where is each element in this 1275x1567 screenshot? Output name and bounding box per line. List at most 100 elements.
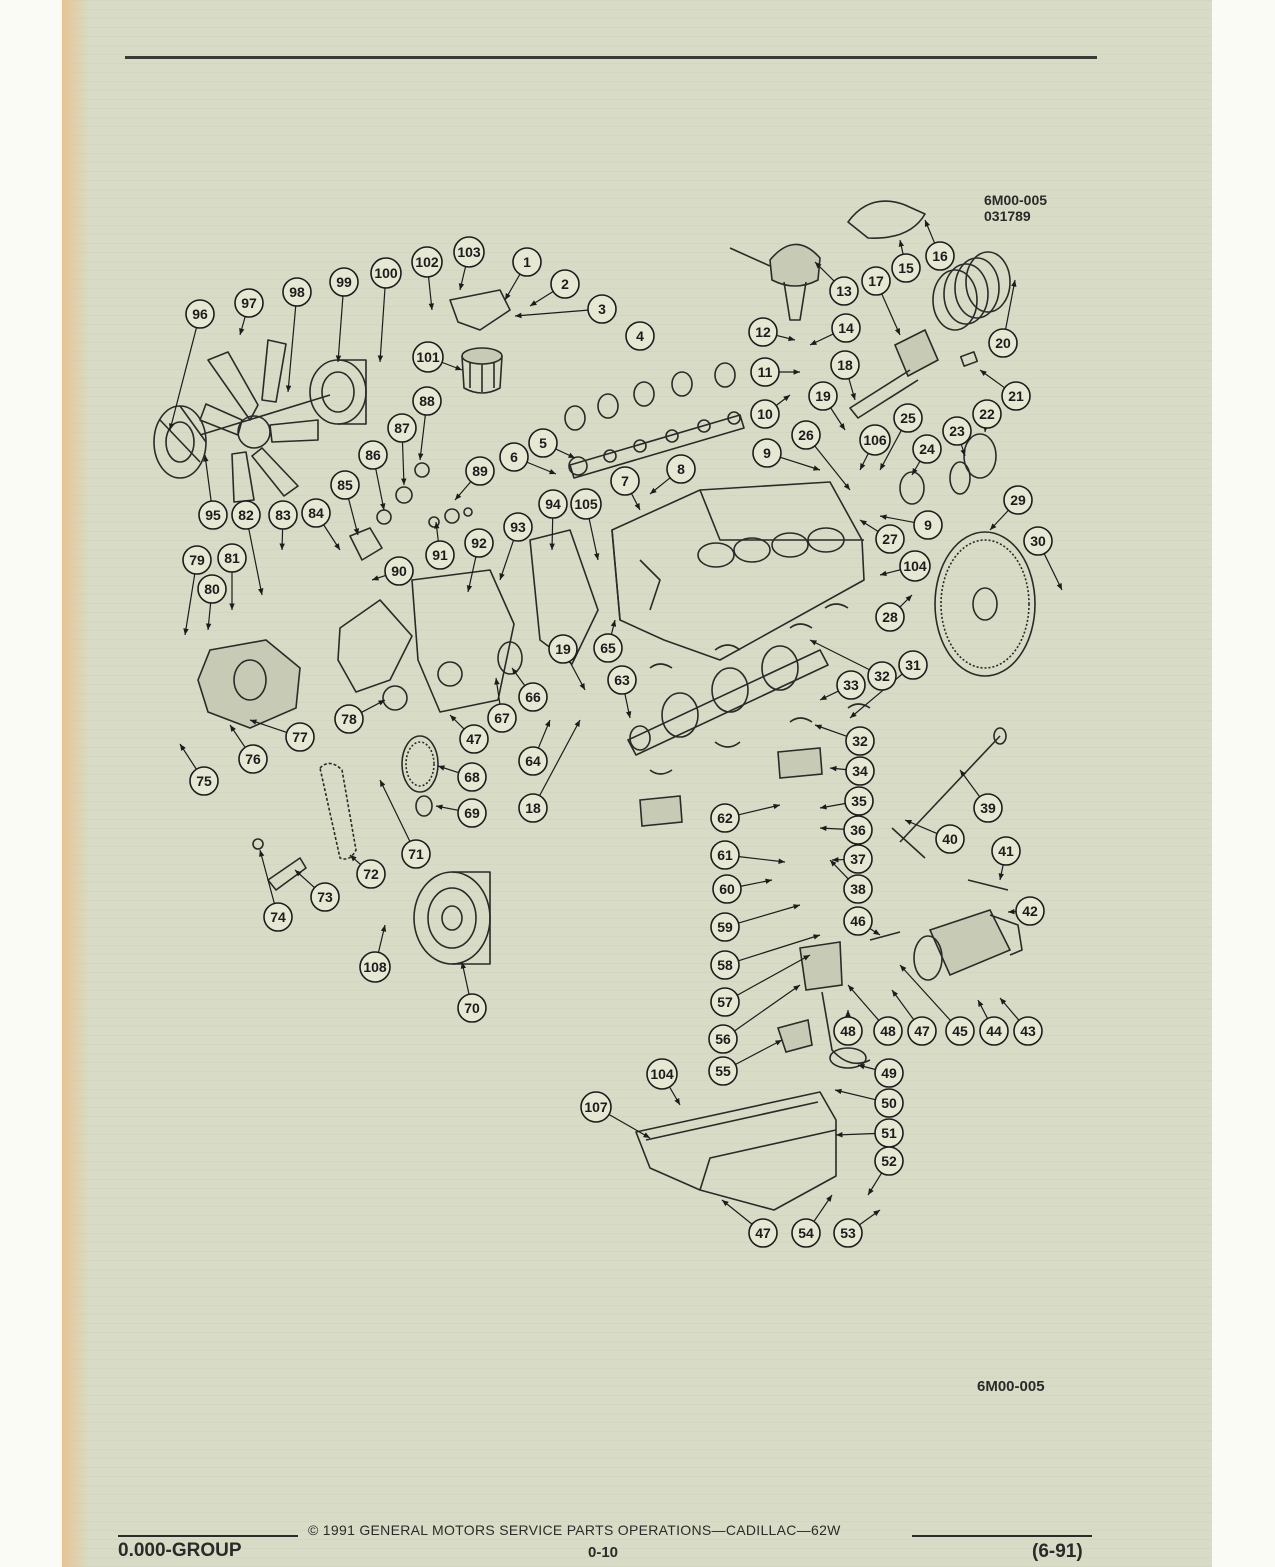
- callout-number: 47: [466, 731, 482, 747]
- callout-arrowhead-36: [820, 825, 827, 832]
- callout-number: 88: [419, 393, 435, 409]
- callout-arrowhead-101: [455, 365, 462, 371]
- callout-arrowhead-32: [810, 640, 817, 646]
- callout-47: 47: [748, 1218, 778, 1248]
- callout-80: 80: [197, 574, 227, 604]
- callout-arrowhead-73: [295, 870, 302, 877]
- callout-number: 101: [416, 349, 440, 365]
- callout-number: 60: [719, 881, 735, 897]
- callout-number: 84: [308, 505, 324, 521]
- callout-number: 11: [758, 364, 773, 380]
- callout-circle: [607, 665, 637, 695]
- callout-40: 40: [935, 824, 965, 854]
- callout-number: 108: [363, 959, 387, 975]
- callout-circle: [913, 510, 943, 540]
- callout-number: 12: [755, 324, 771, 340]
- callout-circle: [891, 253, 921, 283]
- callout-number: 50: [881, 1095, 897, 1111]
- callout-arrowhead-51: [836, 1132, 843, 1138]
- callout-arrowhead-17: [894, 328, 900, 335]
- callout-number: 69: [464, 805, 480, 821]
- callout-84: 84: [301, 498, 331, 528]
- callout-arrowhead-11: [793, 369, 800, 375]
- callout-5: 5: [528, 428, 558, 458]
- callout-circle: [935, 824, 965, 854]
- callout-arrowhead-37: [832, 857, 839, 863]
- callout-arrowhead-46: [873, 929, 880, 935]
- callout-arrowhead-85: [353, 528, 360, 535]
- callout-number: 43: [1020, 1023, 1036, 1039]
- callout-arrowhead-70: [460, 962, 467, 969]
- callout-number: 32: [852, 733, 868, 749]
- callout-circle: [867, 661, 897, 691]
- callout-106: 106: [859, 424, 891, 456]
- callout-18: 18: [830, 350, 860, 380]
- callout-circle: [874, 1088, 904, 1118]
- callout-arrowhead-23: [960, 449, 966, 456]
- callout-arrowhead-10: [783, 395, 790, 402]
- callout-circle: [829, 276, 859, 306]
- callout-number: 52: [881, 1153, 897, 1169]
- callout-circle: [234, 288, 264, 318]
- callout-circle: [925, 241, 955, 271]
- callout-arrowhead-24: [912, 468, 918, 475]
- callout-6: 6: [499, 442, 529, 472]
- callout-leader-107: [607, 1113, 651, 1139]
- callout-number: 9: [924, 517, 932, 533]
- callout-circle: [833, 1218, 863, 1248]
- callout-circle: [942, 416, 972, 446]
- callout-4: 4: [625, 321, 655, 351]
- callout-circle: [844, 786, 874, 816]
- callout-97: 97: [234, 288, 264, 318]
- callout-number: 30: [1030, 533, 1046, 549]
- callout-arrowhead-35: [820, 804, 827, 810]
- callout-arrowhead-87: [401, 478, 407, 485]
- callout-number: 49: [881, 1065, 897, 1081]
- callout-59: 59: [710, 912, 740, 942]
- callout-21: 21: [1001, 381, 1031, 411]
- callout-circle: [907, 1016, 937, 1046]
- callout-circle: [1001, 381, 1031, 411]
- callout-number: 10: [757, 406, 773, 422]
- callout-105: 105: [570, 488, 602, 520]
- callout-arrowhead-33: [820, 694, 827, 700]
- callout-2: 2: [550, 269, 580, 299]
- callout-number: 7: [621, 473, 629, 489]
- callout-number: 36: [850, 822, 866, 838]
- callout-65: 65: [593, 633, 623, 663]
- callout-arrowhead-96: [168, 423, 175, 430]
- callout-circle: [646, 1058, 678, 1090]
- callout-48: 48: [873, 1016, 903, 1046]
- callout-arrowhead-103: [458, 283, 465, 290]
- callout-75: 75: [189, 766, 219, 796]
- callout-arrowhead-107: [643, 1132, 650, 1138]
- callout-arrowhead-99: [335, 355, 342, 362]
- callout-arrowhead-9: [880, 514, 887, 520]
- piston-rings-drawing: [932, 251, 1011, 331]
- callout-arrowhead-7: [634, 503, 640, 510]
- callout-98: 98: [282, 277, 312, 307]
- callout-circle: [710, 803, 740, 833]
- callout-number: 81: [224, 550, 240, 566]
- callout-73: 73: [310, 882, 340, 912]
- callout-number: 4: [636, 328, 644, 344]
- footer-rule-right: [912, 1535, 1092, 1537]
- callout-62: 62: [710, 803, 740, 833]
- callout-arrowhead-62: [773, 803, 780, 810]
- callout-leader-99: [337, 295, 344, 363]
- callout-arrowhead-75: [180, 744, 186, 751]
- callout-82: 82: [231, 500, 261, 530]
- callout-number: 106: [863, 432, 887, 448]
- cam-bearings-drawing: [564, 362, 736, 431]
- callout-arrowhead-105: [593, 553, 600, 560]
- callout-55: 55: [708, 1056, 738, 1086]
- callout-circle: [282, 277, 312, 307]
- callout-leader-82: [248, 528, 263, 596]
- header-rule: [125, 56, 1097, 59]
- callout-leader-51: [835, 1132, 876, 1136]
- harmonic-balancer-drawing: [413, 871, 491, 965]
- callout-number: 31: [905, 657, 921, 673]
- callout-circle: [587, 294, 617, 324]
- callout-leader-59: [738, 904, 801, 924]
- callout-19: 19: [548, 634, 578, 664]
